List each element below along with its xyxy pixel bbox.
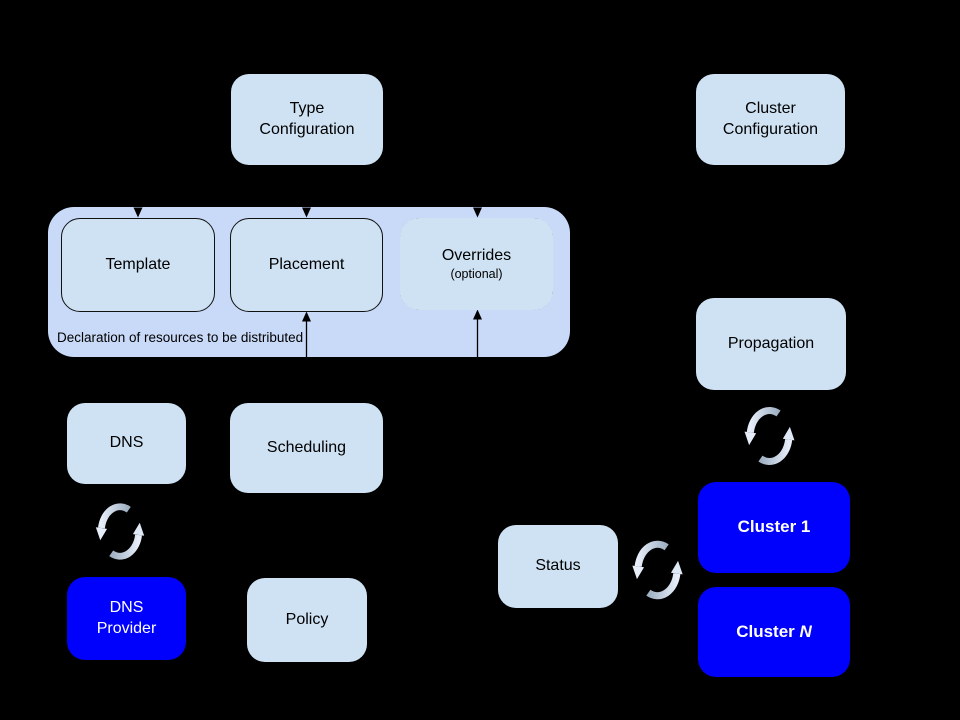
node-label: Scheduling bbox=[266, 438, 347, 456]
group-caption: Declaration of resources to be distribut… bbox=[57, 330, 304, 345]
node-label: Status bbox=[535, 557, 581, 575]
node-label: Cluster 1 bbox=[737, 517, 811, 537]
sync-icon bbox=[743, 398, 796, 474]
node-label: Cluster N bbox=[736, 621, 812, 641]
node-type-configuration: Type Configuration bbox=[231, 74, 383, 165]
sync-icon bbox=[94, 495, 146, 568]
node-status: Status bbox=[498, 525, 618, 608]
sync-icon bbox=[630, 532, 685, 608]
node-template: Template bbox=[61, 218, 215, 312]
node-label: DNS bbox=[109, 434, 144, 452]
node-sublabel: (optional) bbox=[450, 266, 503, 281]
node-label: Policy bbox=[285, 610, 329, 628]
node-placement: Placement bbox=[230, 218, 383, 312]
node-label: Cluster Configuration bbox=[722, 99, 819, 138]
node-scheduling: Scheduling bbox=[230, 403, 383, 493]
node-label: DNS Provider bbox=[96, 598, 157, 637]
node-label: Propagation bbox=[727, 334, 815, 352]
node-dns: DNS bbox=[67, 403, 186, 484]
node-label: Template bbox=[105, 255, 171, 273]
node-overrides: Overrides (optional) bbox=[400, 218, 553, 310]
node-label: Overrides bbox=[441, 247, 512, 265]
node-cluster-1: Cluster 1 bbox=[698, 482, 850, 573]
dashed-config-arrows bbox=[137, 166, 479, 207]
node-cluster-configuration: Cluster Configuration bbox=[696, 74, 845, 165]
node-propagation: Propagation bbox=[696, 298, 846, 390]
node-label: Type Configuration bbox=[259, 99, 355, 138]
node-policy: Policy bbox=[247, 578, 367, 662]
node-cluster-n: Cluster N bbox=[698, 587, 850, 677]
node-dns-provider: DNS Provider bbox=[67, 577, 186, 660]
node-label: Placement bbox=[268, 255, 345, 273]
